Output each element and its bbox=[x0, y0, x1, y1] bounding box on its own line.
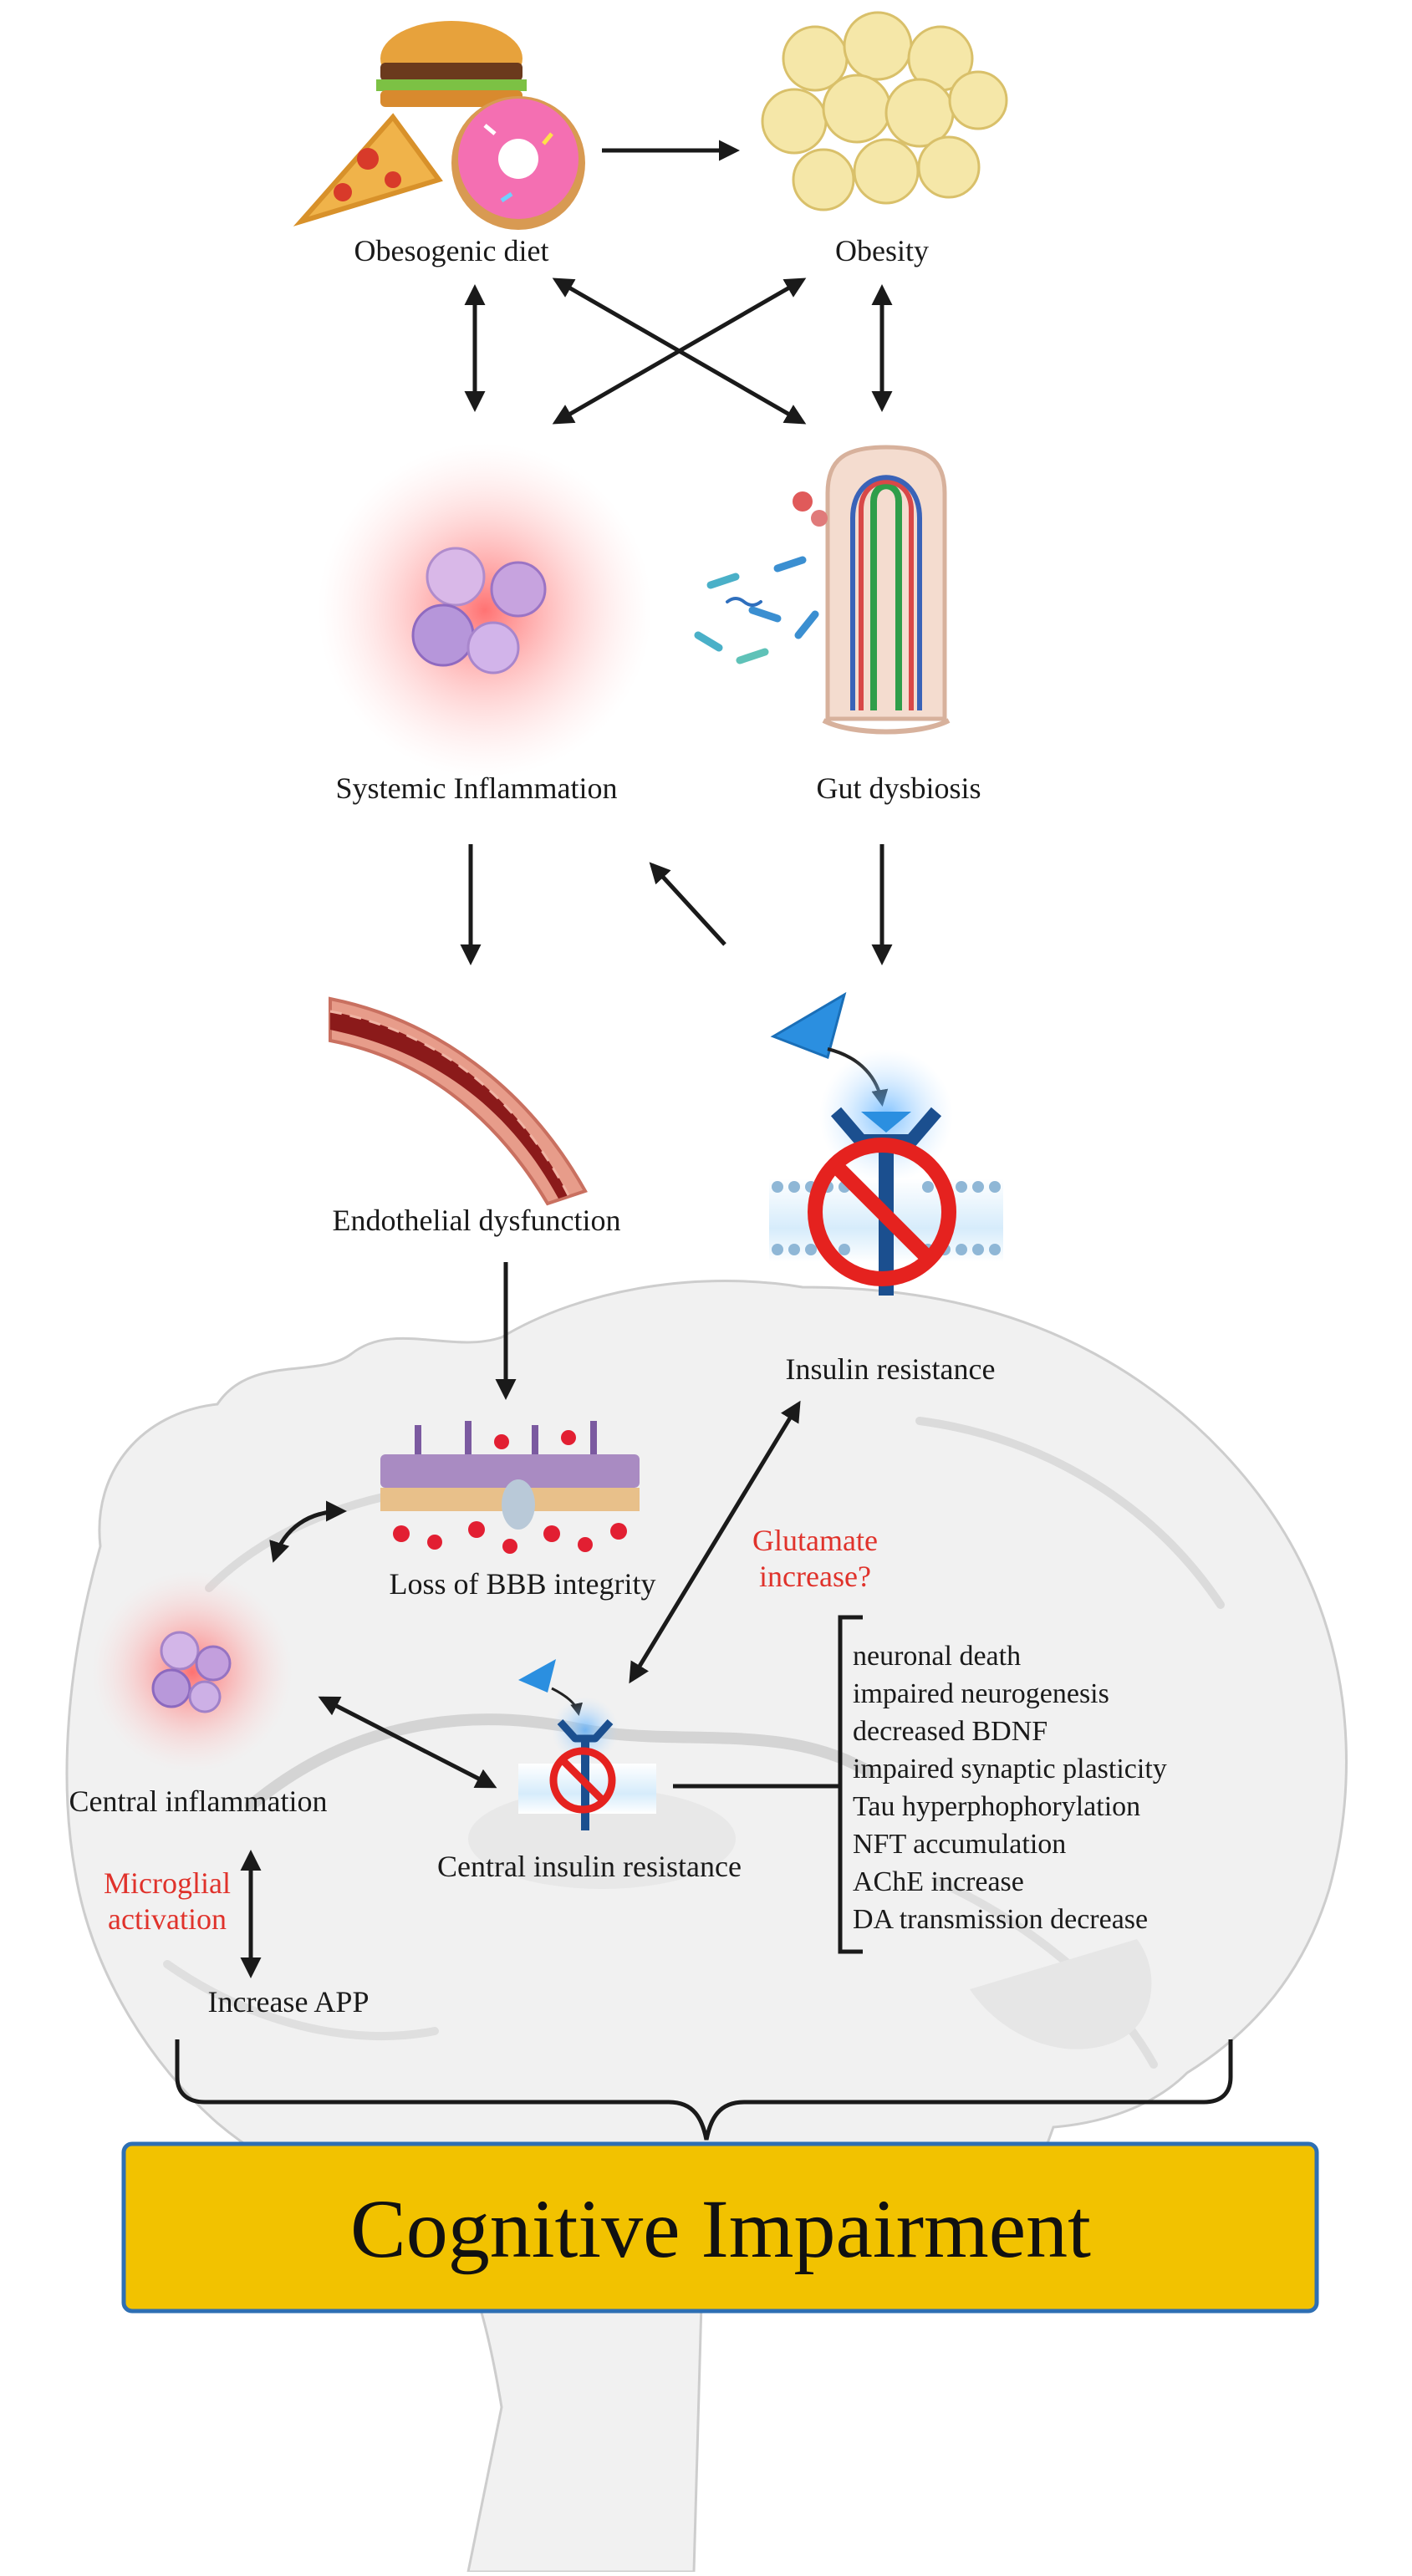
insulin-receptor-blocked-icon bbox=[769, 991, 1003, 1296]
labels: Obesogenic diet Obesity Systemic Inflamm… bbox=[69, 234, 1167, 2275]
arrow-insulin-central-insulin bbox=[629, 1400, 801, 1684]
immune-cells-glow-icon bbox=[318, 443, 652, 777]
label-increase-app: Increase APP bbox=[208, 1985, 370, 2019]
annotation-microglial-1: Microglial bbox=[104, 1866, 231, 1900]
arrow-bbb-central-inflammation bbox=[269, 1500, 347, 1563]
annotation-microglial-2: activation bbox=[108, 1902, 227, 1936]
arrow-insulin-inflammation bbox=[649, 862, 726, 946]
effect-item: impaired neurogenesis bbox=[853, 1678, 1109, 1709]
label-obesity: Obesity bbox=[835, 234, 929, 267]
label-endothelial-dysfunction: Endothelial dysfunction bbox=[333, 1204, 621, 1237]
label-insulin-resistance: Insulin resistance bbox=[786, 1352, 996, 1386]
gut-villus-icon bbox=[822, 445, 951, 735]
arrow-central-inflammation-central-insulin bbox=[318, 1696, 497, 1789]
effect-item: DA transmission decrease bbox=[853, 1904, 1148, 1935]
effect-item: NFT accumulation bbox=[853, 1829, 1066, 1860]
effect-item: AChE increase bbox=[853, 1866, 1024, 1897]
effect-item: Tau hyperphophorylation bbox=[853, 1791, 1140, 1822]
annotation-glutamate-1: Glutamate bbox=[752, 1524, 878, 1557]
effects-bracket bbox=[838, 1615, 863, 1954]
brain-silhouette bbox=[65, 1280, 1348, 2573]
arrows bbox=[175, 140, 1233, 2141]
label-obesogenic-diet: Obesogenic diet bbox=[354, 234, 549, 267]
junk-food-icon bbox=[293, 21, 585, 230]
adipocytes-icon bbox=[761, 11, 1008, 211]
arrow-obesity-inflammation bbox=[552, 277, 807, 425]
label-central-insulin-resistance: Central insulin resistance bbox=[437, 1850, 742, 1883]
bbb-barrier-icon bbox=[380, 1421, 640, 1554]
effect-item: neuronal death bbox=[853, 1641, 1021, 1672]
artery-icon bbox=[329, 996, 588, 1206]
outcome-box bbox=[121, 2141, 1319, 2314]
bacteria-icon bbox=[694, 491, 828, 664]
effect-item: decreased BDNF bbox=[853, 1716, 1048, 1747]
label-loss-bbb: Loss of BBB integrity bbox=[389, 1567, 655, 1601]
label-systemic-inflammation: Systemic Inflammation bbox=[336, 771, 618, 805]
effect-item: impaired synaptic plasticity bbox=[853, 1754, 1167, 1784]
outcome-label: Cognitive Impairment bbox=[350, 2182, 1091, 2275]
label-gut-dysbiosis: Gut dysbiosis bbox=[816, 771, 981, 805]
central-immune-cells-glow-icon bbox=[92, 1571, 293, 1772]
central-insulin-receptor-blocked-icon bbox=[518, 1659, 656, 1830]
annotation-glutamate-2: increase? bbox=[759, 1560, 871, 1593]
outcome-brace bbox=[175, 2039, 1233, 2141]
label-central-inflammation: Central inflammation bbox=[69, 1784, 328, 1818]
